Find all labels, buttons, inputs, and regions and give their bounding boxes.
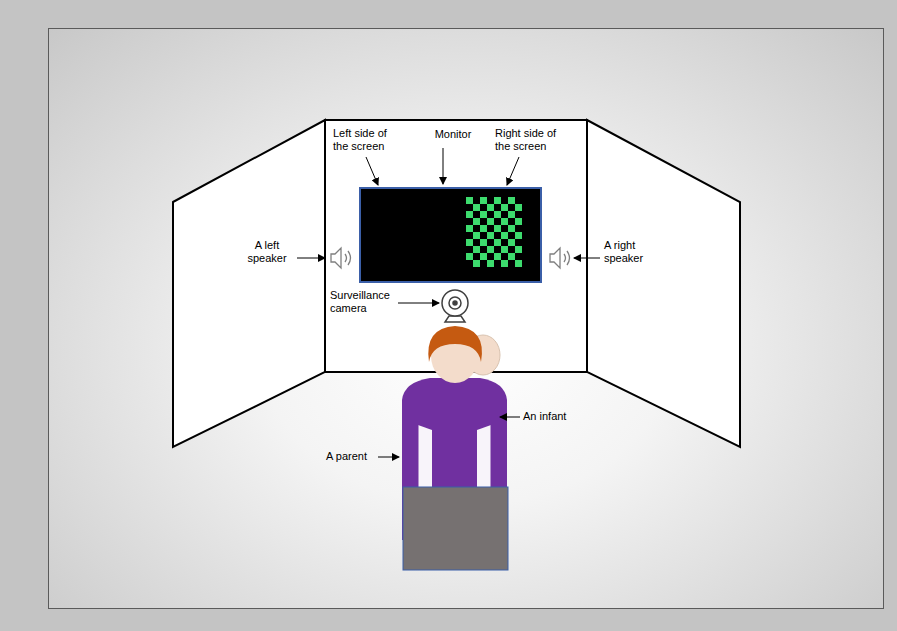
screen-side-label: Left side of the screen: [333, 127, 405, 153]
parent-label: A parent: [326, 450, 376, 463]
screen-side-label: Right side of the screen: [495, 127, 569, 153]
speaker-label: A left speaker: [240, 239, 294, 265]
speaker-label: A right speaker: [604, 239, 660, 265]
camera-label: Surveillance camera: [330, 289, 398, 315]
monitor-label: Monitor: [423, 128, 483, 141]
infant-label: An infant: [523, 410, 603, 423]
